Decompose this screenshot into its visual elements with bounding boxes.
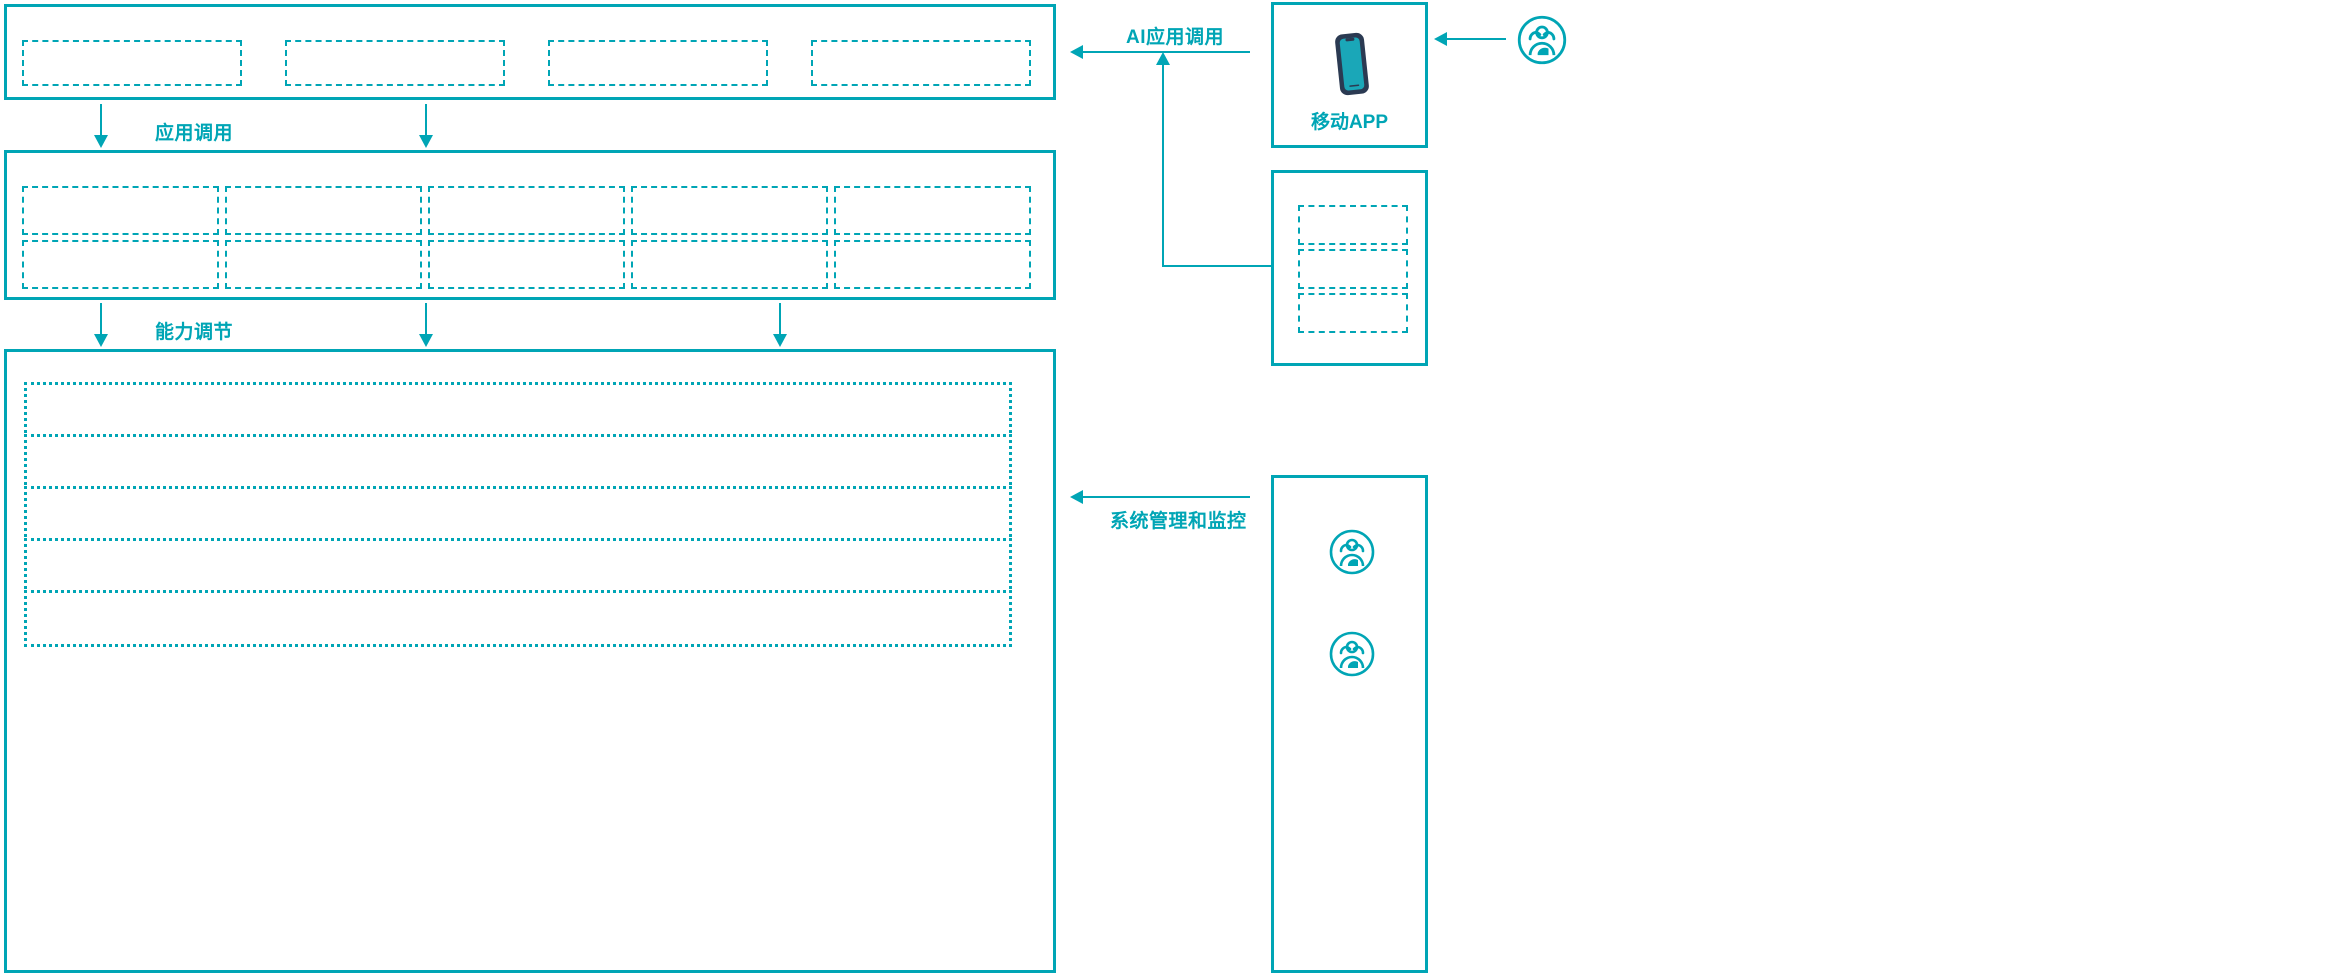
- capability-adjust-arrow-middle: [416, 303, 436, 347]
- app-invoke-arrow-left: [91, 104, 111, 148]
- capability-box-4-top[interactable]: [631, 186, 828, 235]
- operations-user-group-icon-2[interactable]: [1328, 630, 1376, 678]
- capability-box-1-bottom[interactable]: [22, 240, 219, 289]
- capability-box-2-bottom[interactable]: [225, 240, 422, 289]
- external-user-icon[interactable]: [1516, 14, 1568, 66]
- capability-adjust-arrow-left: [91, 303, 111, 347]
- capability-adjust-label: 能力调节: [155, 322, 234, 343]
- channel-to-ai-horizontal-connector: [1162, 265, 1272, 267]
- application-layer-box-4[interactable]: [811, 40, 1031, 86]
- app-invoke-arrow-right: [416, 104, 436, 148]
- application-layer-box-2[interactable]: [285, 40, 505, 86]
- mobile-app-card-caption: 移动APP: [1310, 112, 1389, 133]
- application-layer-box-3[interactable]: [548, 40, 768, 86]
- capability-box-4-bottom[interactable]: [631, 240, 828, 289]
- app-invoke-label: 应用调用: [155, 123, 234, 144]
- system-admin-monitor-label: 系统管理和监控: [1110, 511, 1247, 532]
- channel-card[interactable]: [1271, 170, 1428, 366]
- system-admin-monitor-arrow: [1070, 487, 1250, 507]
- capability-adjust-arrow-right: [770, 303, 790, 347]
- infrastructure-row-2[interactable]: [24, 434, 1012, 491]
- channel-card-slot-2[interactable]: [1298, 249, 1408, 289]
- infrastructure-row-5[interactable]: [24, 590, 1012, 647]
- operations-user-group-icon-1[interactable]: [1328, 528, 1376, 576]
- channel-card-slot-1[interactable]: [1298, 205, 1408, 245]
- capability-box-3-bottom[interactable]: [428, 240, 625, 289]
- channel-card-slot-3[interactable]: [1298, 293, 1408, 333]
- capability-box-1-top[interactable]: [22, 186, 219, 235]
- capability-box-2-top[interactable]: [225, 186, 422, 235]
- capability-box-5-bottom[interactable]: [834, 240, 1031, 289]
- infrastructure-row-4[interactable]: [24, 538, 1012, 595]
- operations-card[interactable]: [1271, 475, 1428, 973]
- mobile-app-card[interactable]: 移动APP: [1271, 2, 1428, 148]
- capability-box-3-top[interactable]: [428, 186, 625, 235]
- ai-app-invoke-label: AI应用调用: [1126, 27, 1225, 48]
- channel-to-ai-riser: [1153, 52, 1173, 267]
- infrastructure-row-3[interactable]: [24, 486, 1012, 543]
- application-layer-box-1[interactable]: [22, 40, 242, 86]
- capability-box-5-top[interactable]: [834, 186, 1031, 235]
- infrastructure-row-1[interactable]: [24, 382, 1012, 439]
- external-user-to-app-arrow: [1434, 29, 1506, 49]
- smartphone-icon: [1326, 29, 1378, 99]
